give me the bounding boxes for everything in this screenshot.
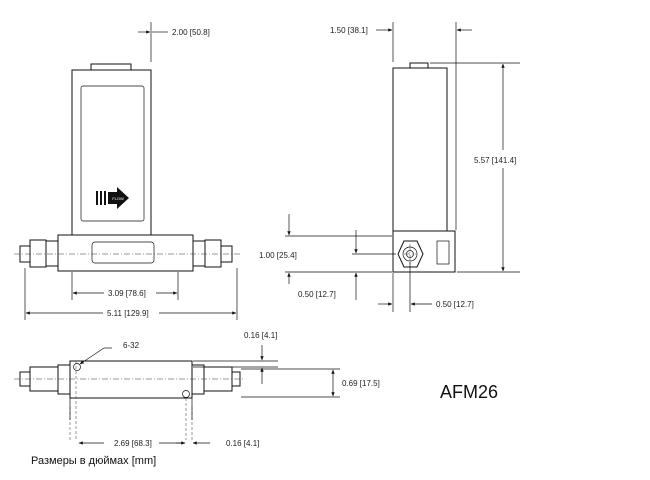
dim-height: 5.57 [141.4] <box>474 156 516 165</box>
mounting-hole-left <box>73 363 81 371</box>
mounting-hole-right <box>182 390 190 398</box>
dim-fitting-height: 1.00 [25.4] <box>259 251 297 260</box>
dim-fitting-offset-v: 0.50 [12.7] <box>298 290 336 299</box>
dim-fitting-offset-h: 0.50 [12.7] <box>436 300 474 309</box>
side-base-slot <box>436 240 450 265</box>
front-view: FLOW <box>14 63 240 272</box>
dim-top-width: 2.00 [50.8] <box>172 28 210 37</box>
right-fitting-nut <box>192 240 206 267</box>
front-display-panel <box>80 85 145 222</box>
dim-side-width: 1.50 [38.1] <box>330 26 368 35</box>
front-base-recess <box>91 241 155 264</box>
dim-hole-offset: 0.16 [4.1] <box>244 331 277 340</box>
side-dimensions: 1.50 [38.1] 5.57 [141.4] 1.00 [25.4] 0.5… <box>259 22 520 312</box>
side-top-cap <box>409 62 429 69</box>
flow-label: FLOW <box>112 196 124 201</box>
left-fitting-body <box>29 239 47 268</box>
bottom-base-block <box>69 360 193 399</box>
model-name: AFM26 <box>440 382 498 402</box>
bottom-view <box>14 360 245 440</box>
bottom-dimensions: 6-32 0.16 [4.1] 0.69 [17.5] 2.69 [68.3] … <box>78 331 380 448</box>
front-dimensions: 2.00 [50.8] 3.09 [78.6] 5.11 [129.9] <box>24 22 238 320</box>
front-top-cap <box>90 63 132 71</box>
bottom-right-nut <box>191 364 205 395</box>
dim-body-length: 3.09 [78.6] <box>108 289 146 298</box>
bottom-left-nut <box>57 364 71 395</box>
right-fitting-body <box>204 239 222 268</box>
left-fitting-nut <box>45 240 59 267</box>
front-base-block <box>57 234 194 272</box>
side-view <box>392 62 456 273</box>
dim-base-width: 0.69 [17.5] <box>342 379 380 388</box>
dim-hole-end-offset: 0.16 [4.1] <box>226 439 259 448</box>
flow-arrow-icon: FLOW <box>96 187 129 209</box>
side-body <box>392 67 448 232</box>
side-hex-fitting <box>397 240 424 268</box>
dim-overall-length: 5.11 [129.9] <box>107 309 149 318</box>
units-caption: Размеры в дюймах [mm] <box>31 455 156 467</box>
dim-thread: 6-32 <box>123 341 140 350</box>
front-body <box>71 69 152 236</box>
dim-hole-spacing: 2.69 [68.3] <box>114 439 152 448</box>
